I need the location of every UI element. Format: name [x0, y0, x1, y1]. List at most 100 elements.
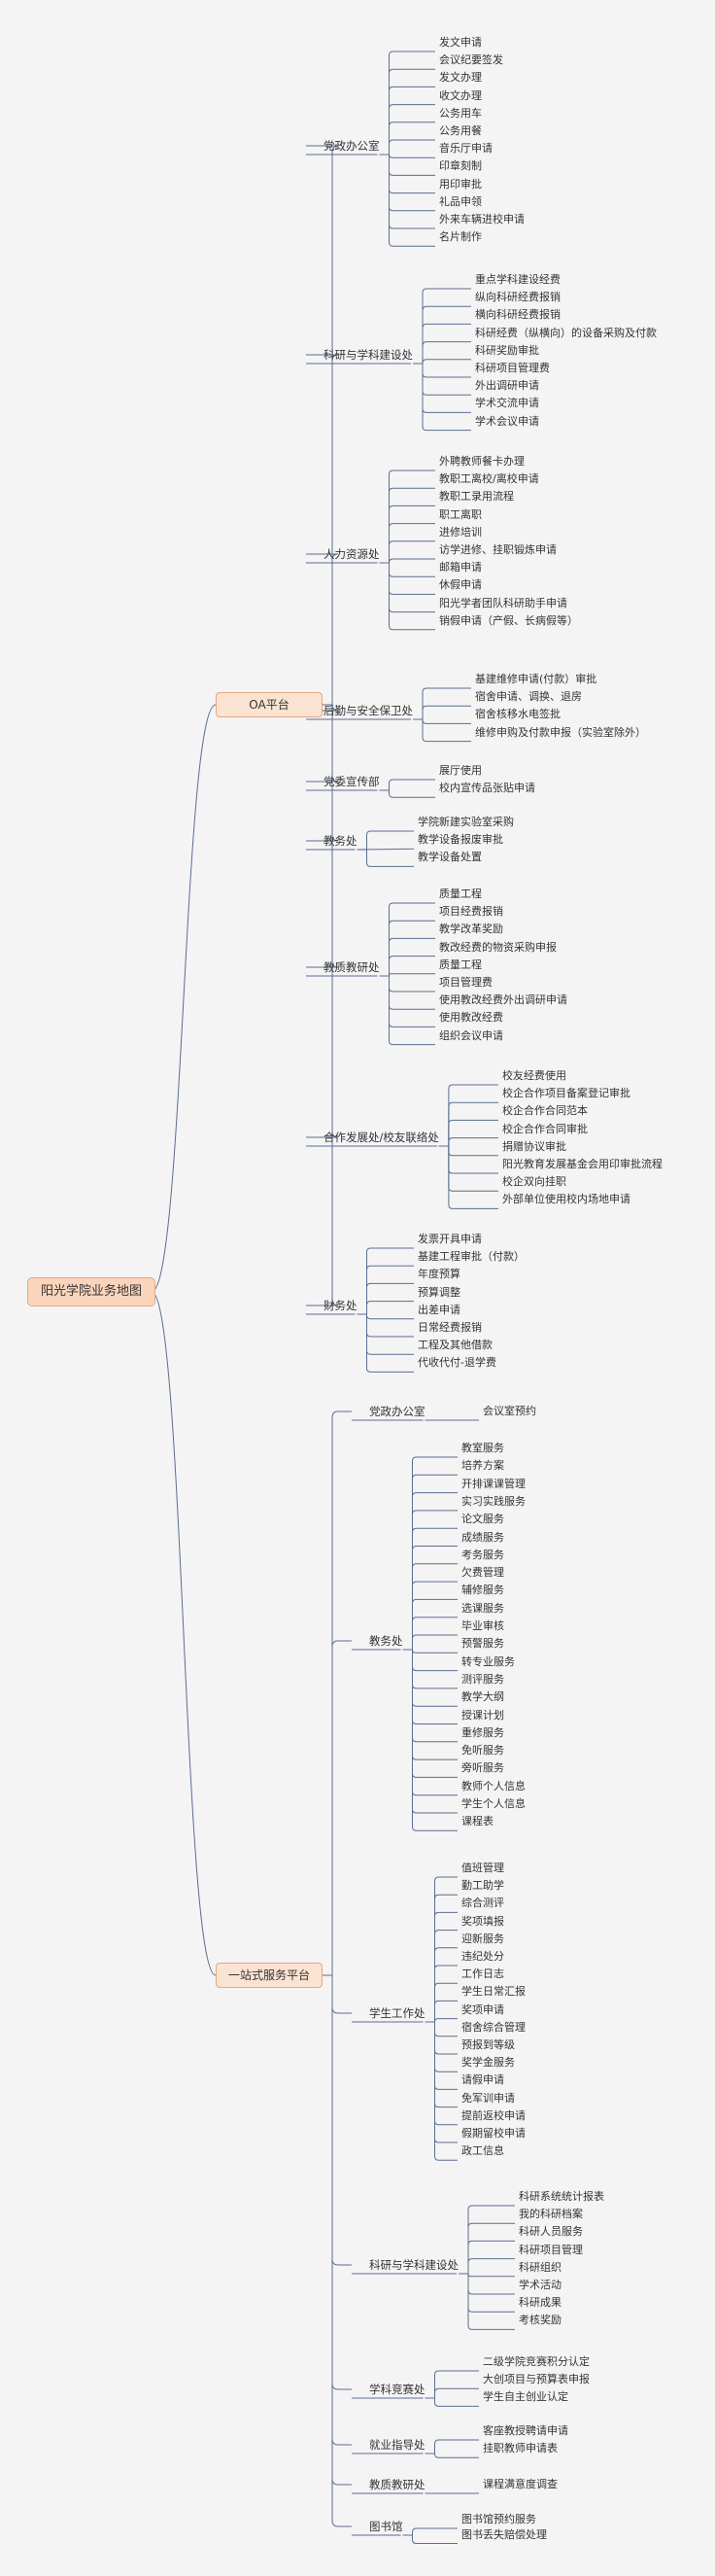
- category-link: [306, 704, 339, 842]
- category-link: [306, 145, 339, 706]
- item-label: 公务用车: [439, 106, 482, 120]
- item-label: 预算调整: [418, 1285, 460, 1299]
- item-label: 教职工离校/离校申请: [439, 472, 539, 486]
- item-label: 大创项目与预算表申报: [483, 2373, 590, 2386]
- item-link: [459, 2258, 515, 2275]
- item-link: [357, 1313, 414, 1373]
- item-label: 销假申请（产假、长病假等）: [439, 613, 578, 627]
- item-link: [357, 1313, 414, 1338]
- item-label: 科研经费（纵横向）的设备采购及付款: [475, 326, 657, 339]
- item-label: 发票开具申请: [418, 1233, 482, 1245]
- item-label: 教学设备处置: [418, 851, 482, 864]
- item-link: [402, 1649, 458, 1796]
- item-label: 课程满意度调查: [483, 2478, 558, 2490]
- item-link: [379, 122, 435, 156]
- item-link: [379, 139, 435, 156]
- item-link: [438, 1119, 498, 1147]
- item-link: [402, 1617, 458, 1651]
- item-label: 外部单位使用校内场地申请: [502, 1193, 630, 1206]
- item-link: [425, 2021, 458, 2108]
- item-link: [357, 830, 414, 851]
- item-label: 客座教授聘请申请: [483, 2424, 568, 2437]
- item-link: [379, 154, 435, 229]
- item-link: [379, 937, 435, 977]
- item-label: 校企合作合同范本: [502, 1104, 588, 1118]
- item-label: 学生个人信息: [461, 1797, 526, 1810]
- item-link: [425, 2439, 479, 2454]
- category-label: 科研与学科建设处: [369, 2258, 459, 2272]
- item-label: 预报到等级: [461, 2038, 515, 2051]
- branch-node: OA平台: [216, 692, 323, 717]
- item-label: 政工信息: [461, 2144, 504, 2158]
- item-label: 宿舍综合管理: [461, 2020, 526, 2034]
- item-link: [402, 1474, 458, 1651]
- item-link: [459, 2240, 515, 2275]
- item-label: 教师个人信息: [461, 1779, 526, 1793]
- category-label: 图书馆: [369, 2520, 403, 2533]
- item-label: 奖项申请: [461, 2002, 504, 2016]
- item-label: 勤工助学: [461, 1879, 504, 1893]
- item-label: 进修培训: [439, 525, 482, 539]
- root-branch-link: [151, 1291, 217, 1976]
- item-link: [459, 2273, 515, 2330]
- item-link: [413, 363, 471, 396]
- item-link: [425, 1947, 458, 2023]
- item-label: 学生自主创业认定: [483, 2390, 568, 2404]
- item-label: 科研系统统计报表: [519, 2190, 604, 2203]
- item-link: [402, 1649, 458, 1831]
- item-link: [425, 1965, 458, 2023]
- item-label: 请假申请: [461, 2073, 504, 2087]
- item-label: 工程及其他借款: [418, 1339, 493, 1352]
- item-link: [379, 902, 435, 977]
- item-link: [413, 341, 471, 365]
- item-label: 外聘教师餐卡办理: [439, 455, 525, 468]
- item-link: [438, 1084, 498, 1147]
- item-link: [402, 1456, 458, 1651]
- branch-node: 一站式服务平台: [216, 1963, 323, 1988]
- item-label: 欠费管理: [461, 1566, 504, 1580]
- item-link: [379, 975, 435, 1027]
- item-link: [425, 2018, 458, 2023]
- item-label: 校企合作项目备案登记审批: [502, 1087, 630, 1100]
- item-label: 质量工程: [439, 888, 482, 900]
- item-label: 捐赠协议审批: [502, 1139, 566, 1153]
- item-label: 年度预算: [418, 1268, 460, 1281]
- item-label: 出差申请: [418, 1303, 460, 1316]
- item-link: [425, 2453, 479, 2458]
- item-label: 重点学科建设经费: [475, 273, 561, 286]
- item-link: [459, 2273, 515, 2313]
- item-label: 迎新服务: [461, 1932, 504, 1945]
- item-label: 选课服务: [461, 1601, 504, 1615]
- item-label: 教学改革奖励: [439, 922, 503, 936]
- item-label: 阳光教育发展基金会用印审批流程: [502, 1158, 663, 1170]
- item-link: [413, 359, 471, 365]
- category-link: [323, 1974, 352, 2390]
- item-link: [402, 1649, 458, 1707]
- item-label: 使用教改经费: [439, 1011, 503, 1025]
- item-link: [357, 1247, 414, 1315]
- category-link: [323, 1974, 352, 2527]
- item-link: [425, 1982, 458, 2023]
- item-link: [425, 1930, 458, 2023]
- item-link: [413, 363, 471, 432]
- item-label: 教学大纲: [461, 1690, 504, 1704]
- item-label: 测评服务: [461, 1672, 504, 1686]
- item-link: [459, 2222, 515, 2275]
- item-link: [425, 2021, 458, 2037]
- category-label: 后勤与安全保卫处: [323, 704, 413, 717]
- item-label: 课程表: [461, 1815, 494, 1828]
- item-label: 代收代付-退学费: [418, 1356, 496, 1370]
- item-link: [379, 975, 435, 1046]
- item-label: 校企双向挂职: [502, 1175, 566, 1189]
- item-link: [379, 154, 435, 212]
- item-link: [413, 305, 471, 365]
- item-label: 纵向科研经费报销: [475, 291, 561, 304]
- item-link: [413, 687, 471, 720]
- item-link: [357, 1282, 414, 1315]
- item-link: [425, 2021, 458, 2161]
- category-link: [306, 354, 339, 706]
- category-label: 教务处: [369, 1634, 403, 1648]
- item-link: [379, 779, 435, 791]
- item-link: [379, 51, 435, 156]
